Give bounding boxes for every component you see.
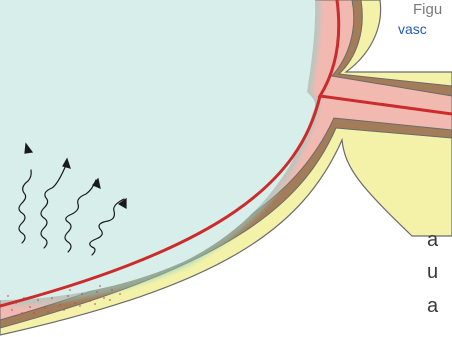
figure-link-fragment[interactable]: vasc: [398, 21, 427, 37]
body-text-fragment: a: [427, 229, 438, 252]
figure-caption-fragment: Figu: [413, 1, 442, 18]
body-text-fragment: u: [427, 261, 438, 284]
vitreous-body: [0, 0, 315, 300]
body-text-fragment: a: [427, 295, 438, 318]
